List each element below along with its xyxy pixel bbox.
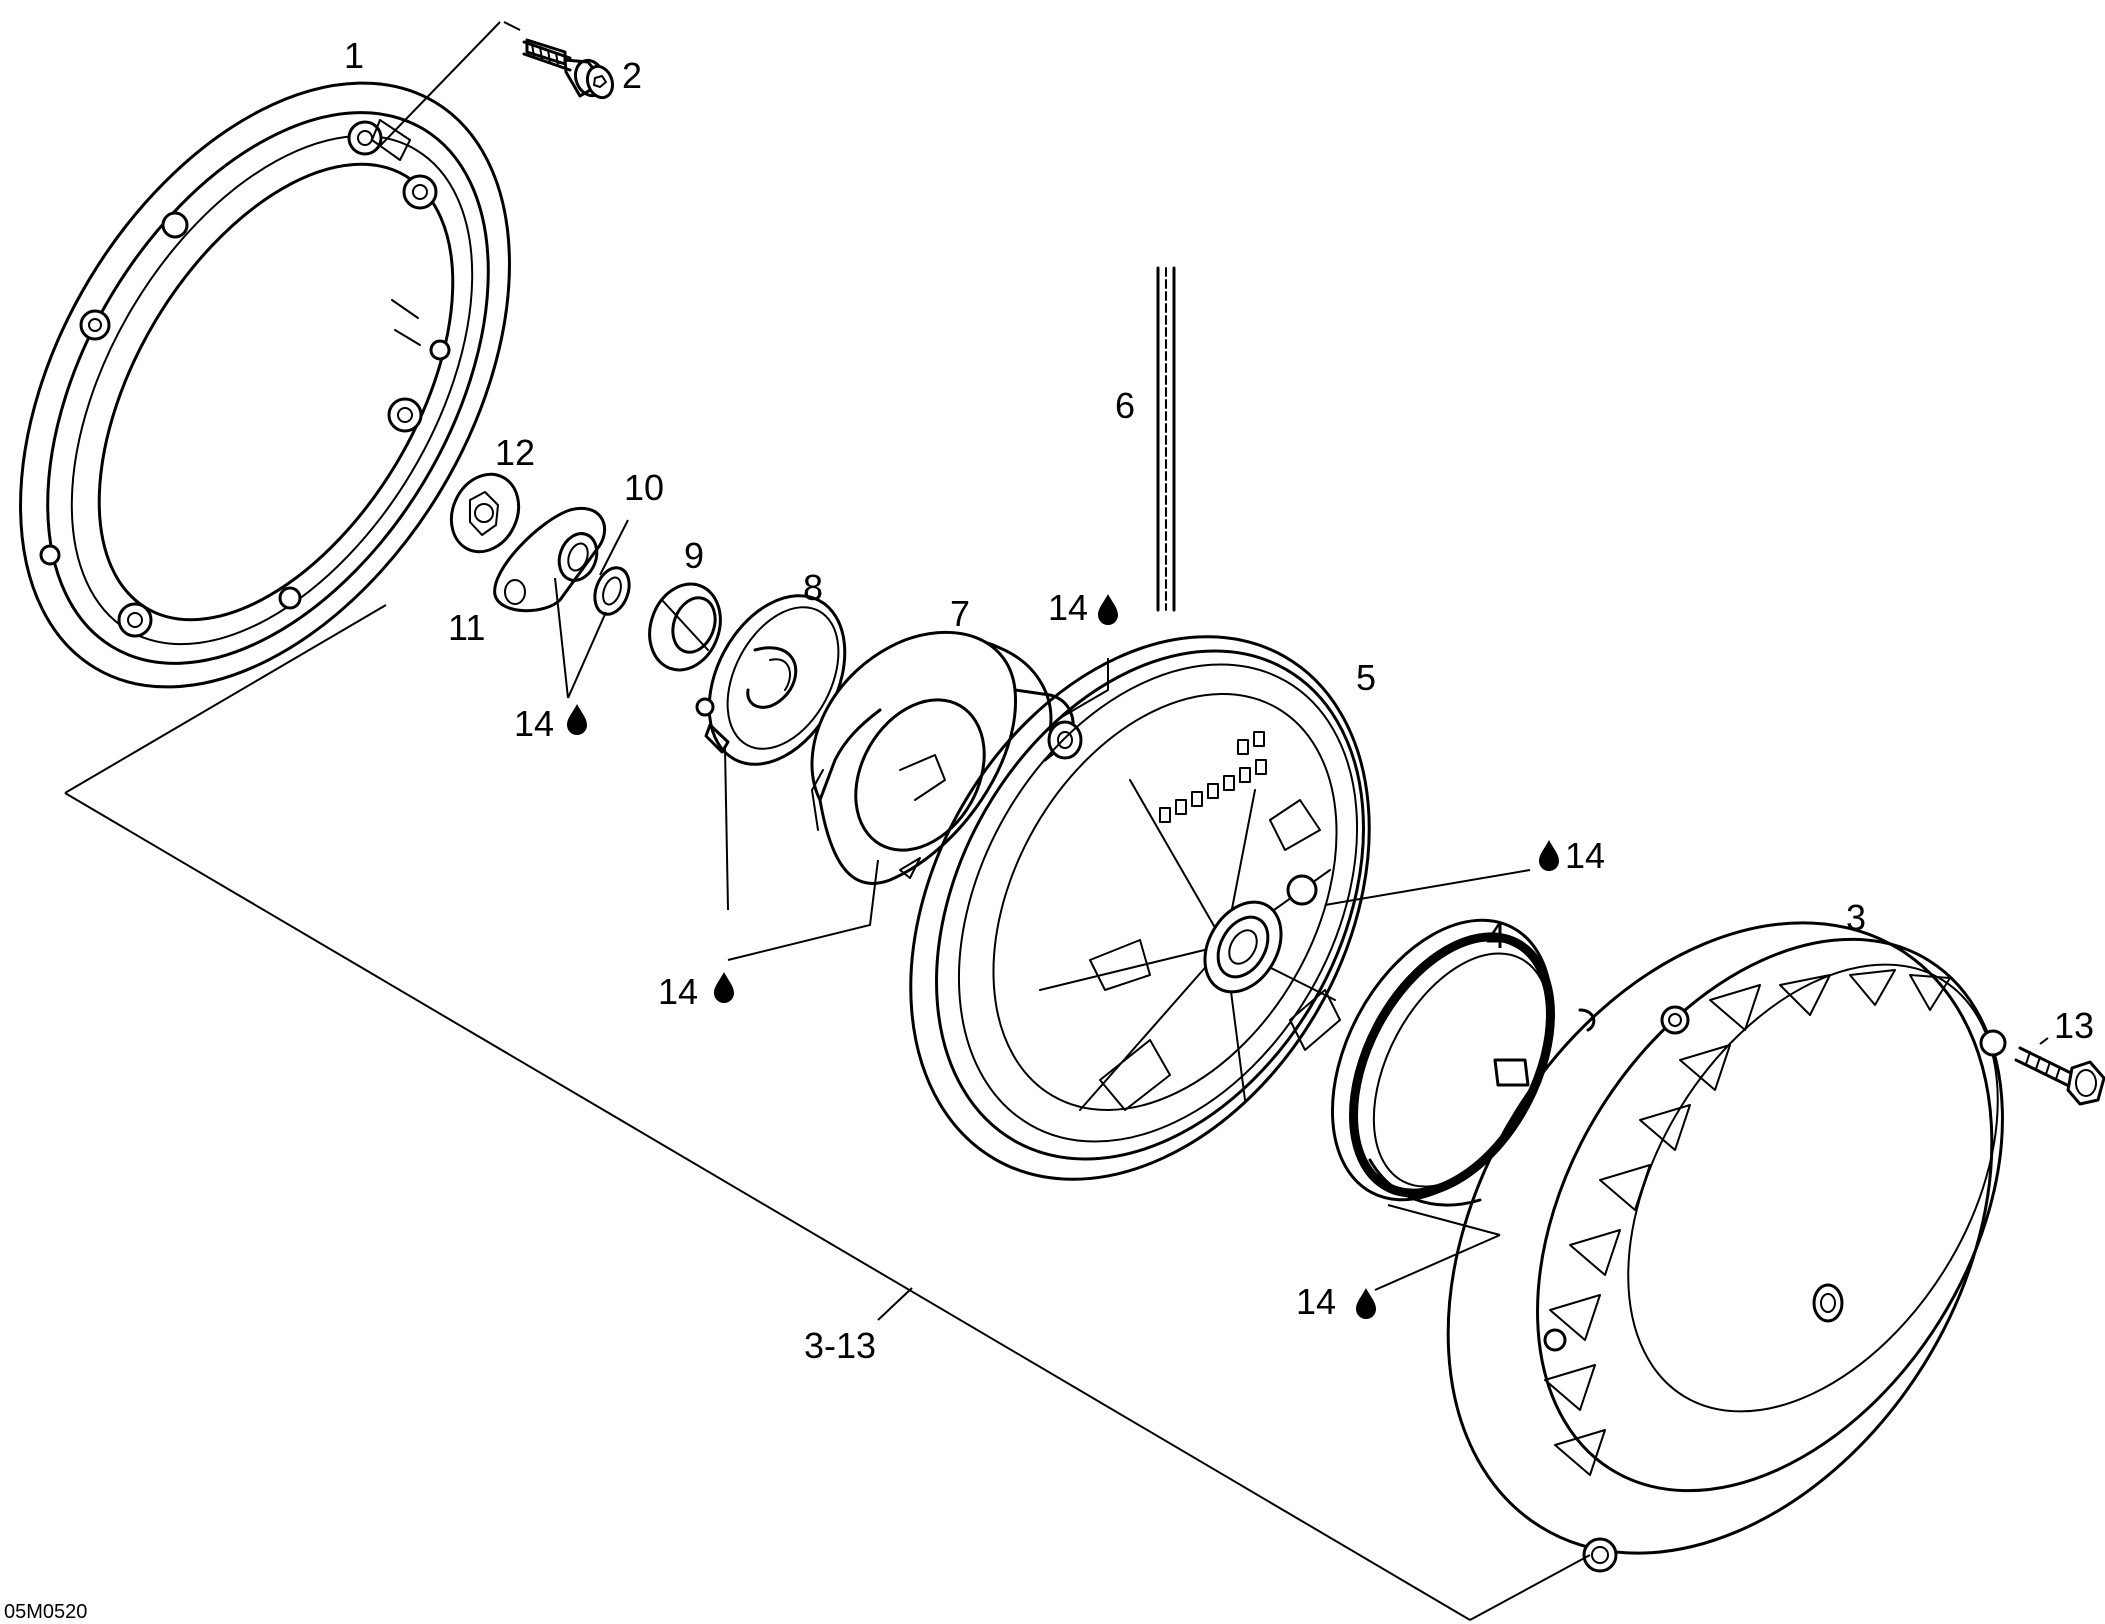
callout-assembly-3-13: 3-13 — [804, 1325, 876, 1366]
lubricant-callouts: 14 14 14 14 14 — [514, 587, 1605, 1322]
eyelet-bracket — [493, 506, 607, 613]
callout-4: 4 — [1486, 915, 1506, 956]
lubricant-callout-pulley: 14 — [1539, 835, 1605, 876]
rope-pulley — [909, 635, 1371, 1181]
oil-drop-icon — [714, 972, 734, 1003]
starter-rope — [1156, 266, 1176, 612]
drawing-reference-code: 05M0520 — [4, 1601, 87, 1623]
callout-2: 2 — [622, 55, 642, 96]
callout-12: 12 — [495, 432, 535, 473]
oil-drop-icon — [1356, 1288, 1376, 1319]
socket-head-screw — [522, 38, 615, 100]
oil-drop-icon — [1539, 840, 1559, 871]
callout-3: 3 — [1846, 897, 1866, 938]
callout-8: 8 — [803, 567, 823, 608]
callout-6: 6 — [1115, 385, 1135, 426]
lubricant-callout-spring: 14 — [1296, 1281, 1376, 1322]
svg-text:14: 14 — [1048, 587, 1088, 628]
callout-5: 5 — [1356, 657, 1376, 698]
flange-screw — [2014, 1046, 2105, 1106]
lubricant-callout-pawl: 14 — [1048, 587, 1118, 628]
lubricant-callout-oil-seal: 14 — [514, 703, 587, 744]
small-ring — [593, 566, 631, 616]
leader-lines — [64, 21, 2049, 1621]
callout-11: 11 — [448, 607, 485, 648]
recoil-spring — [1330, 918, 1596, 1207]
svg-text:14: 14 — [1296, 1281, 1336, 1322]
pawl-cam-plate — [810, 630, 1083, 885]
callout-9: 9 — [684, 535, 704, 576]
svg-text:14: 14 — [514, 703, 554, 744]
callout-labels: 1 2 3 4 5 6 7 8 9 10 11 12 13 3-13 — [344, 35, 2094, 1366]
oil-drop-icon — [1098, 594, 1118, 625]
callout-13: 13 — [2054, 1005, 2094, 1046]
callout-1: 1 — [344, 35, 364, 76]
callout-10: 10 — [624, 467, 664, 508]
bushing — [648, 582, 722, 672]
svg-text:14: 14 — [658, 971, 698, 1012]
lubricant-callout-spring-plate: 14 — [658, 971, 734, 1012]
callout-7: 7 — [950, 593, 970, 634]
star-washer — [449, 472, 521, 554]
svg-text:14: 14 — [1565, 835, 1605, 876]
oil-drop-icon — [567, 704, 587, 735]
starter-cover — [1446, 921, 2007, 1573]
starter-housing-ring — [19, 81, 511, 689]
